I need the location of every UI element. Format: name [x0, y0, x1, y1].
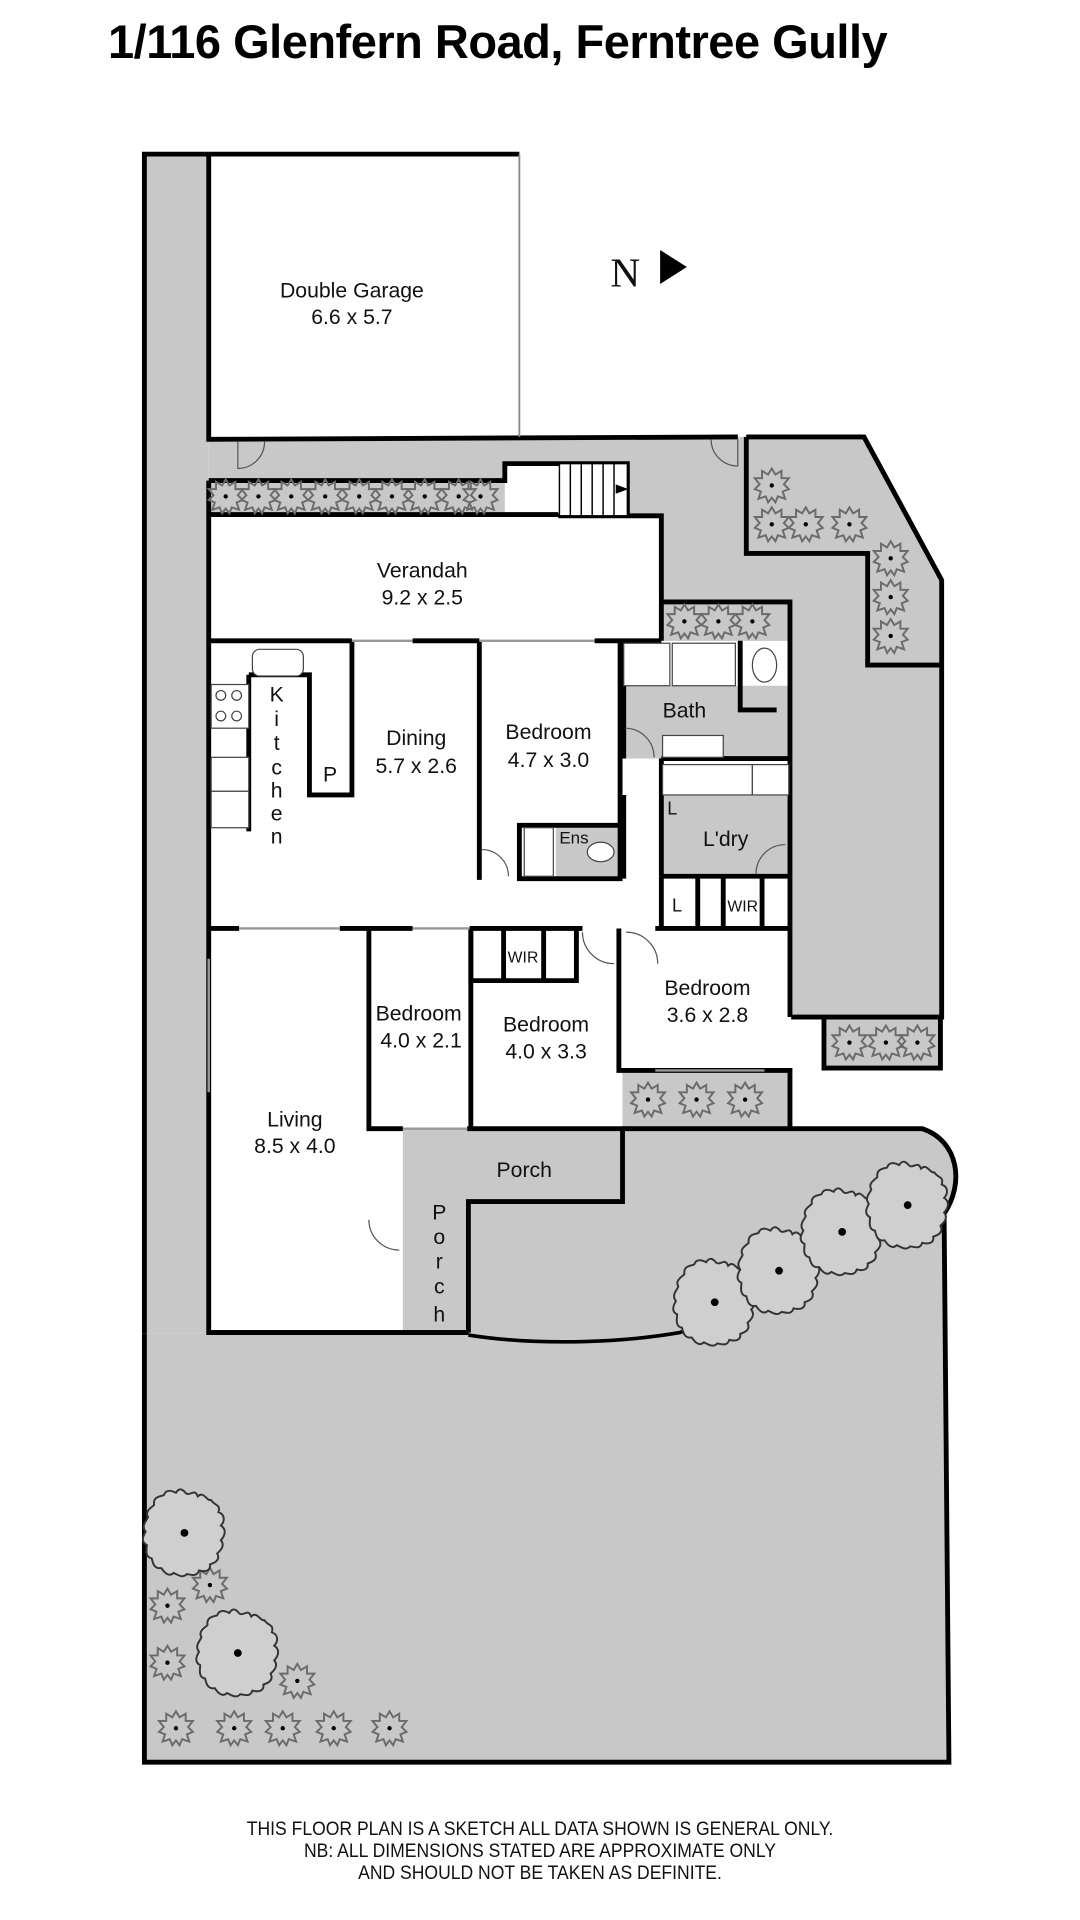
room-bedroom2-dims: 3.6 x 2.8	[667, 1004, 748, 1027]
room-bath-name: Bath	[663, 699, 707, 722]
room-bedroom1-dims: 4.7 x 3.0	[508, 749, 589, 772]
room-wir1-name: WIR	[727, 898, 758, 915]
disclaimer-line: THIS FLOOR PLAN IS A SKETCH ALL DATA SHO…	[246, 1818, 834, 1840]
room-porch-name: Porch	[497, 1159, 552, 1182]
stairs-icon	[558, 462, 629, 517]
disclaimer-line: NB: ALL DIMENSIONS STATED ARE APPROXIMAT…	[303, 1840, 777, 1862]
room-garage-name: Double Garage	[280, 279, 424, 302]
fixtures	[210, 642, 790, 877]
svg-text:o: o	[433, 1226, 445, 1249]
svg-text:n: n	[271, 825, 283, 848]
north-letter: N	[610, 249, 640, 295]
room-bedroom2-name: Bedroom	[664, 977, 750, 1000]
walls	[141, 151, 959, 1765]
svg-text:K: K	[270, 683, 284, 706]
room-wir2-name: WIR	[508, 949, 539, 966]
room-porch-side-label: P o r c h	[432, 1202, 446, 1327]
room-living-dims: 8.5 x 4.0	[254, 1135, 335, 1158]
room-bedroom3-name: Bedroom	[376, 1003, 462, 1026]
room-kitchen-label: K i t c h e n	[270, 683, 284, 848]
room-living-name: Living	[267, 1108, 322, 1131]
room-bedroom4-name: Bedroom	[503, 1014, 589, 1037]
svg-text:P: P	[432, 1202, 446, 1225]
svg-text:t: t	[274, 732, 280, 755]
page-title: 1/116 Glenfern Road, Ferntree Gully	[108, 15, 888, 68]
room-verandah-dims: 9.2 x 2.5	[382, 586, 463, 609]
room-linen1-name: L	[667, 798, 677, 818]
svg-text:r: r	[436, 1250, 443, 1273]
room-bedroom4-dims: 4.0 x 3.3	[505, 1040, 586, 1063]
svg-text:c: c	[271, 756, 282, 779]
room-linen2-name: L	[672, 895, 682, 915]
svg-text:c: c	[434, 1276, 445, 1299]
svg-text:h: h	[271, 779, 283, 802]
room-bedroom3-dims: 4.0 x 2.1	[380, 1029, 461, 1052]
room-ensuite-name: Ens	[559, 828, 588, 847]
room-garage-dims: 6.6 x 5.7	[311, 306, 392, 329]
room-verandah-name: Verandah	[377, 560, 468, 583]
outdoor-areas	[144, 154, 956, 1763]
north-arrow-icon	[660, 250, 687, 284]
disclaimer: THIS FLOOR PLAN IS A SKETCH ALL DATA SHO…	[54, 1818, 1026, 1884]
disclaimer-line: AND SHOULD NOT BE TAKEN AS DEFINITE.	[358, 1862, 722, 1884]
room-dining-name: Dining	[386, 727, 446, 750]
svg-text:h: h	[433, 1304, 445, 1327]
room-bedroom1-name: Bedroom	[505, 721, 591, 744]
svg-text:i: i	[274, 708, 279, 731]
room-laundry-name: L'dry	[703, 828, 749, 851]
room-pantry-name: P	[323, 764, 337, 787]
svg-text:e: e	[271, 802, 283, 825]
room-dining-dims: 5.7 x 2.6	[376, 755, 457, 778]
